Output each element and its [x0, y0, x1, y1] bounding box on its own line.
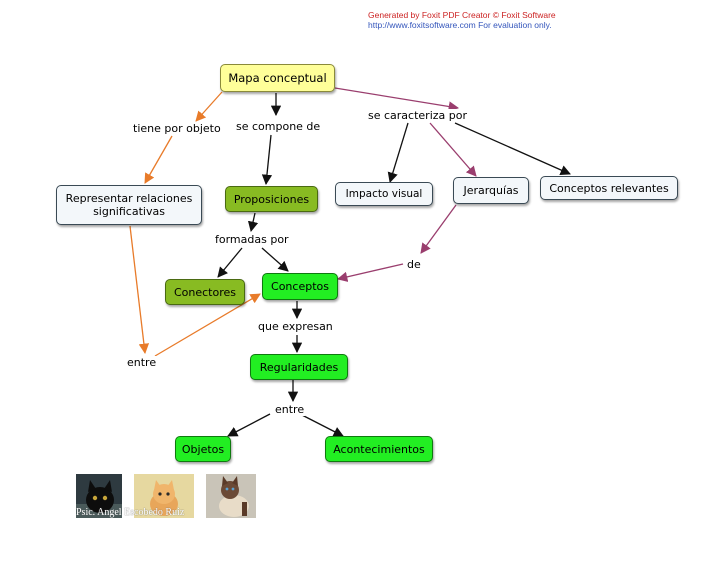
link-se-compone-de: se compone de	[235, 120, 322, 133]
link-formadas-por: formadas por	[214, 233, 290, 246]
node-conceptos[interactable]: Conceptos	[262, 273, 338, 300]
node-regularidades[interactable]: Regularidades	[250, 354, 348, 380]
link-tiene-por-objeto: tiene por objeto	[132, 122, 222, 135]
edge-caracteriza-relevantes	[454, 122, 571, 175]
edge-entre-acontecimientos	[299, 413, 344, 437]
edge-entre-objetos	[227, 413, 271, 437]
node-acontecimientos[interactable]: Acontecimientos	[325, 436, 433, 462]
link-se-caracteriza-por: se caracteriza por	[367, 109, 468, 122]
edge-formadas-conectores	[217, 247, 243, 278]
photo-credit: Psic. Angel Escobedo Ruiz	[76, 507, 185, 518]
node-jerarquias[interactable]: Jerarquías	[453, 177, 529, 204]
edge-mapa-caracteriza	[334, 87, 460, 112]
foxit-watermark: Generated by Foxit PDF Creator © Foxit S…	[368, 10, 556, 30]
node-mapa-conceptual[interactable]: Mapa conceptual	[220, 64, 335, 92]
orange-kitten-photo	[134, 474, 194, 518]
node-proposiciones[interactable]: Proposiciones	[225, 186, 318, 212]
edge-formadas-conceptos	[261, 247, 289, 272]
node-conectores[interactable]: Conectores	[165, 279, 245, 305]
edge-caracteriza-jerarquias	[429, 122, 477, 177]
watermark-line-2: http://www.foxitsoftware.com For evaluat…	[368, 20, 552, 30]
node-conceptos-relevantes[interactable]: Conceptos relevantes	[540, 176, 678, 200]
link-que-expresan: que expresan	[257, 320, 334, 333]
node-representar-relaciones[interactable]: Representar relaciones significativas	[56, 185, 202, 225]
link-entre-bottom: entre	[274, 403, 306, 416]
edge-de-conceptos	[336, 263, 404, 282]
edge-tiene-representar	[144, 135, 173, 184]
edge-representar-entre	[129, 225, 150, 355]
edge-compone-proposiciones	[261, 134, 273, 186]
edge-jerarquias-de	[420, 204, 457, 254]
node-objetos[interactable]: Objetos	[175, 436, 231, 462]
siamese-cat-photo	[206, 474, 256, 518]
link-entre-left: entre	[126, 356, 158, 369]
edge-caracteriza-impacto	[387, 122, 409, 183]
edge-mapa-tiene	[195, 91, 223, 122]
edge-proposiciones-formadas	[247, 212, 259, 233]
node-impacto-visual[interactable]: Impacto visual	[335, 182, 433, 206]
link-de: de	[406, 258, 422, 271]
watermark-line-1: Generated by Foxit PDF Creator © Foxit S…	[368, 10, 556, 20]
black-cat-photo	[76, 474, 122, 518]
